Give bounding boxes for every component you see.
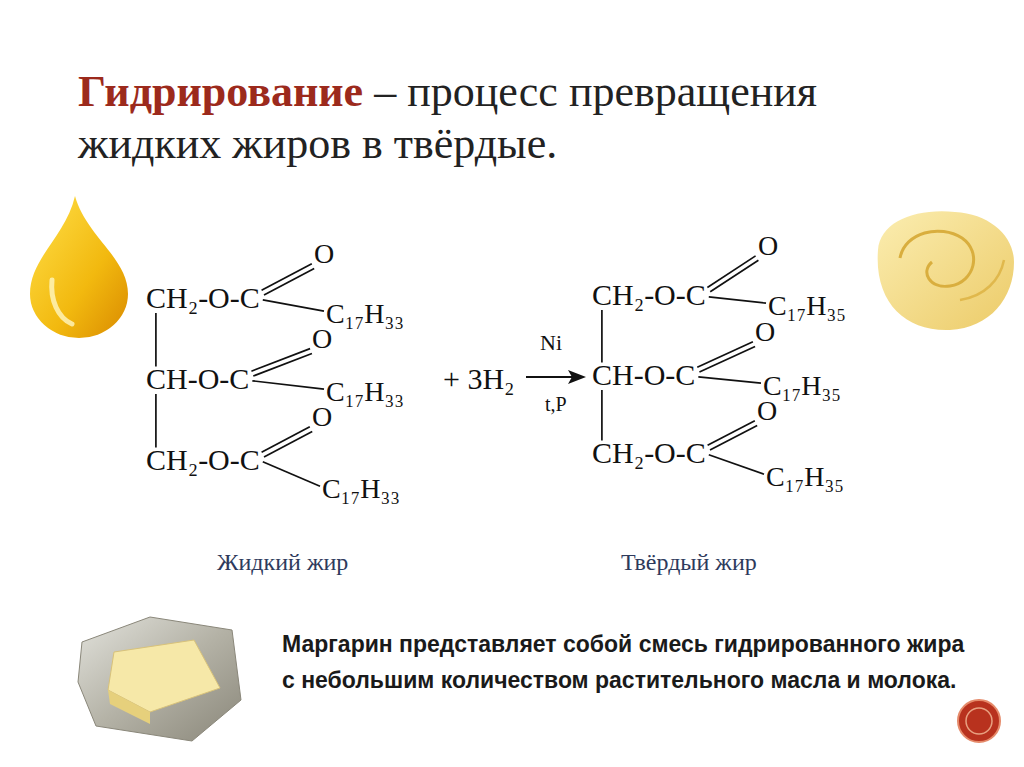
- backbone-bond: [601, 390, 603, 441]
- double-bond-line: [253, 354, 312, 377]
- acid-radical: C₁₇H₃₃: [326, 378, 404, 406]
- title-block: Гидрирование– процесс превращения жидких…: [78, 66, 848, 170]
- double-bond-line: [264, 268, 314, 295]
- catalyst-label: Ni: [540, 332, 562, 354]
- backbone-bond: [155, 394, 157, 448]
- nav-circle: [958, 700, 1000, 742]
- formula-group: CH-O-C: [146, 364, 249, 394]
- double-bond-line: [699, 346, 755, 372]
- nav-button: [958, 700, 1000, 742]
- atom-label: O: [758, 232, 778, 260]
- foil-wrapper: [78, 617, 241, 741]
- structure-caption: Твёрдый жир: [621, 550, 757, 574]
- double-bond-line: [264, 431, 312, 457]
- atom-label: O: [757, 397, 777, 425]
- double-bond-line: [710, 260, 758, 292]
- acid-radical: C₁₇H₃₅: [766, 463, 844, 491]
- reagent-label: + 3H₂: [443, 364, 515, 394]
- oil-drop-highlight: [52, 280, 72, 324]
- atom-label: O: [312, 403, 332, 431]
- single-bond-line: [709, 297, 766, 303]
- double-bond-line: [262, 427, 310, 453]
- margarine-pack: [78, 617, 241, 741]
- formula-group: CH-O-C: [592, 360, 695, 390]
- double-bond-line: [707, 256, 755, 288]
- atom-label: O: [755, 318, 775, 346]
- reaction-arrow: [526, 370, 586, 384]
- oil-drop: [30, 196, 128, 338]
- formula-group: CH₂-O-C: [592, 280, 706, 310]
- atom-label: O: [312, 325, 332, 353]
- arrow-head: [568, 370, 586, 384]
- single-bond-line: [252, 381, 324, 389]
- condition-label: t,P: [545, 394, 567, 414]
- acid-radical: C₁₇H₃₅: [768, 292, 846, 320]
- butter-curl-body: [878, 211, 1014, 330]
- single-bond-line: [263, 462, 320, 486]
- arrow-shaft: [526, 376, 574, 378]
- double-bond-line: [708, 421, 755, 446]
- acid-radical: C₁₇H₃₃: [322, 475, 400, 503]
- butter-curl-swirl: [960, 260, 1004, 300]
- oil-drop-body: [30, 196, 128, 338]
- backbone-bond: [601, 310, 603, 363]
- caption: Маргарин представляет собой смесь гидрир…: [282, 626, 972, 698]
- formula-group: CH₂-O-C: [592, 438, 706, 468]
- double-bond-line: [710, 425, 757, 450]
- butter-curl: [878, 211, 1014, 330]
- acid-radical: C₁₇H₃₅: [763, 372, 841, 400]
- single-bond-line: [263, 300, 324, 311]
- single-bond-line: [698, 377, 761, 383]
- margarine-block-side: [108, 690, 150, 724]
- acid-radical: C₁₇H₃₃: [326, 300, 404, 328]
- double-bond-line: [262, 264, 312, 291]
- single-bond-line: [709, 455, 764, 474]
- butter-curl-swirl: [900, 231, 974, 286]
- double-bond-line: [251, 349, 310, 372]
- title-keyword: Гидрирование: [78, 67, 363, 116]
- double-bond-line: [697, 342, 753, 368]
- nav-ring: [966, 708, 992, 734]
- formula-group: CH₂-O-C: [146, 283, 260, 313]
- backbone-bond: [155, 313, 157, 367]
- structure-caption: Жидкий жир: [217, 550, 348, 574]
- atom-label: O: [314, 240, 334, 268]
- formula-group: CH₂-O-C: [146, 445, 260, 475]
